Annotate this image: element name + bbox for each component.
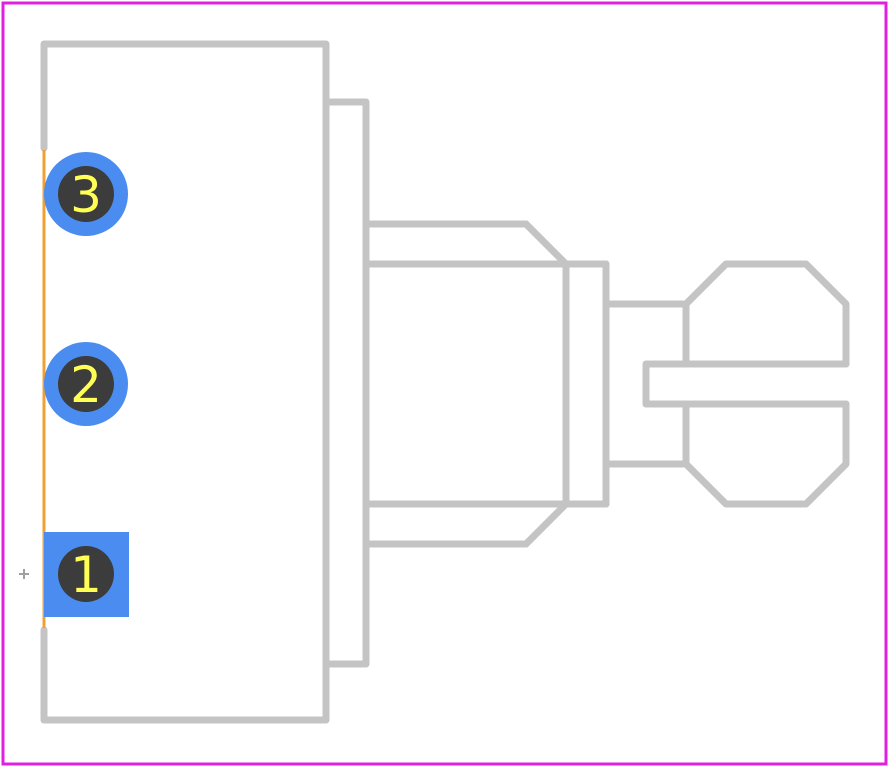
origin-marker bbox=[19, 569, 29, 579]
pin-2-label: 2 bbox=[70, 356, 102, 414]
flange-outline bbox=[322, 98, 370, 668]
silkscreen-outline bbox=[40, 40, 850, 724]
drill-hole bbox=[58, 166, 114, 222]
drill-hole bbox=[58, 356, 114, 412]
pin-2[interactable]: 2 bbox=[44, 342, 128, 426]
pin-3-label: 3 bbox=[70, 166, 102, 224]
shaft-top-chamfer bbox=[522, 220, 570, 548]
knob-lower-half bbox=[682, 400, 850, 508]
body-outline-top bbox=[40, 40, 330, 724]
knob-upper-half bbox=[682, 260, 850, 368]
pin-1[interactable]: 1 bbox=[44, 532, 129, 617]
knob-slot bbox=[642, 360, 850, 408]
pin-3[interactable]: 3 bbox=[44, 152, 128, 236]
drill-hole bbox=[58, 546, 114, 602]
pin-1-label: 1 bbox=[70, 546, 102, 604]
